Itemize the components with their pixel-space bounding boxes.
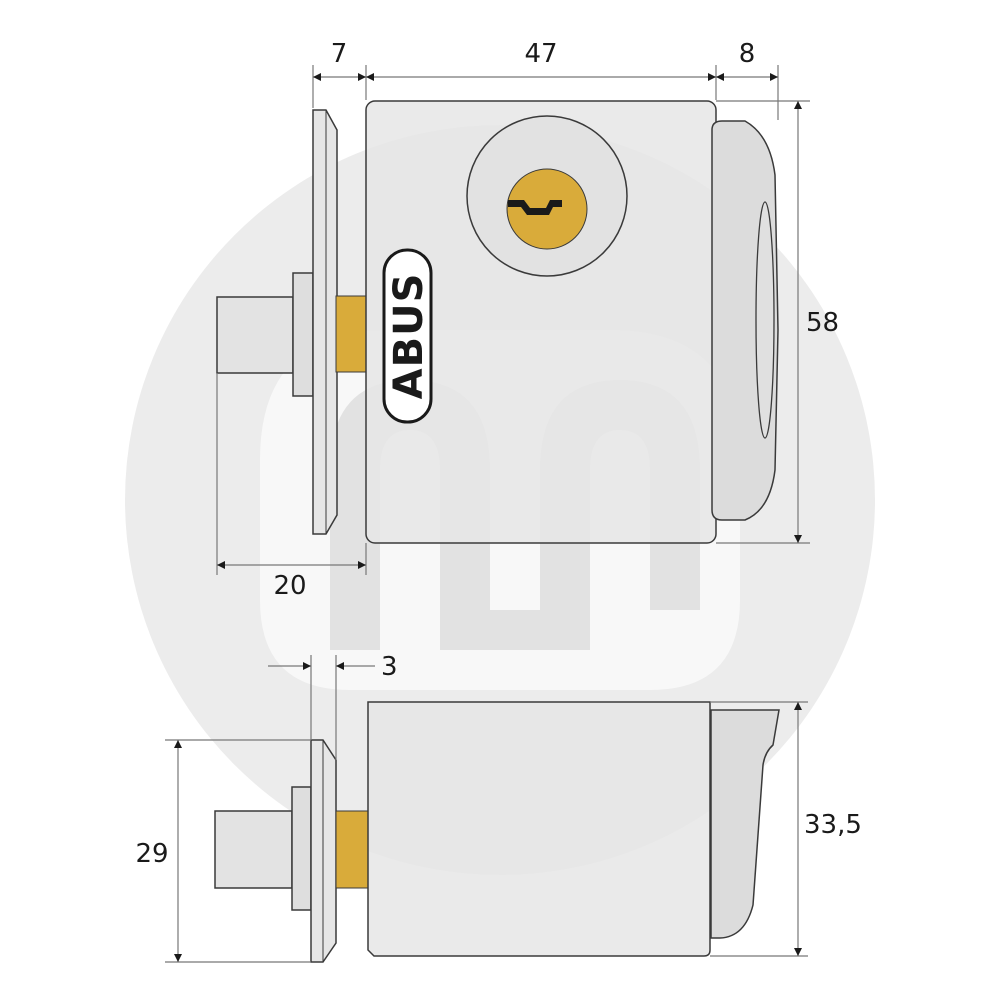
top-spindle	[214, 810, 293, 889]
dim-body-height: 58	[806, 308, 839, 338]
top-spindle-collar	[291, 786, 312, 911]
front-view: ABUS	[216, 100, 779, 544]
keyhole-icon	[508, 200, 562, 215]
top-brass-bolt	[335, 810, 369, 889]
spindle-collar	[292, 272, 314, 397]
knob-grip	[755, 201, 775, 439]
dim-spindle-length: 20	[273, 571, 306, 601]
top-dimensions	[165, 655, 808, 963]
spindle	[216, 296, 294, 374]
brass-bolt	[335, 295, 367, 373]
dim-plate-thickness: 3	[381, 652, 398, 682]
front-dimensions	[216, 65, 810, 575]
top-lock-knob	[710, 709, 780, 939]
dim-plate-depth: 7	[331, 39, 348, 69]
dim-top-body-height: 33,5	[804, 810, 862, 840]
dim-plate-height: 29	[135, 839, 168, 869]
dim-body-width: 47	[524, 39, 557, 69]
mounting-plate	[312, 109, 338, 535]
dim-knob-depth: 8	[739, 39, 756, 69]
brand-label: ABUS	[386, 273, 432, 400]
top-lock-body	[367, 701, 711, 957]
brand-badge	[382, 248, 433, 424]
top-view	[214, 701, 780, 963]
